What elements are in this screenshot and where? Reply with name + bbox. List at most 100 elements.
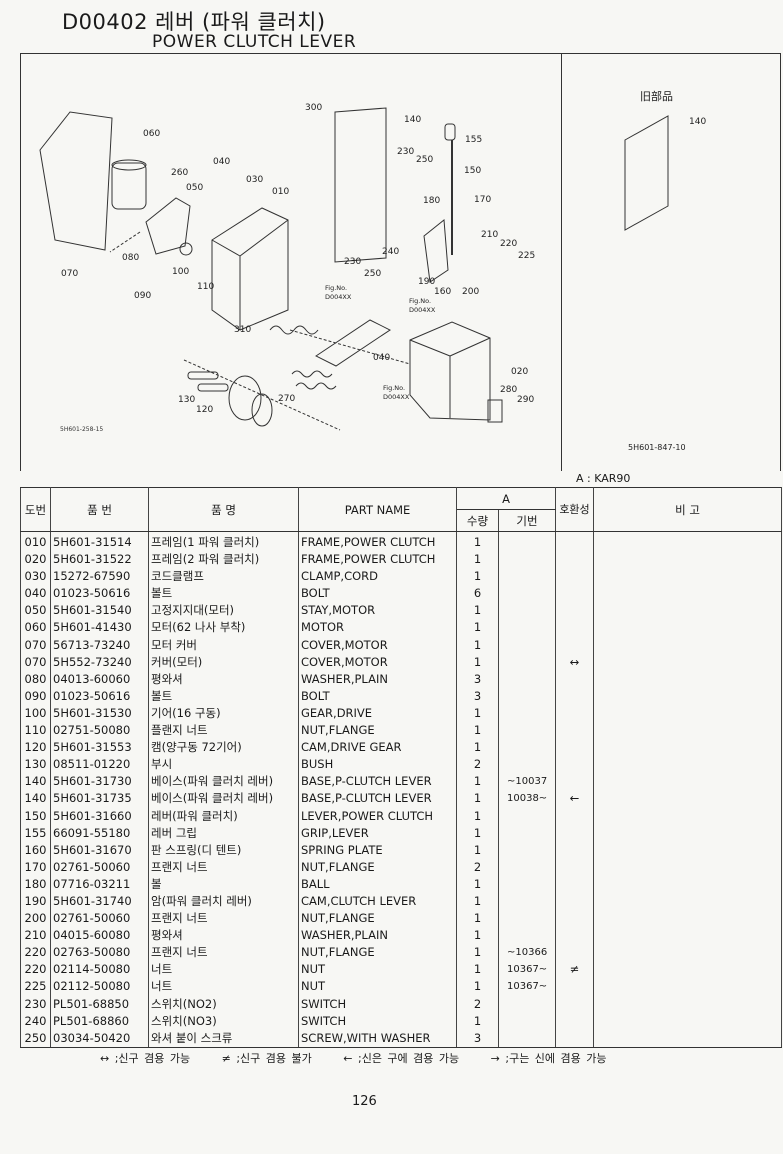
cell-part-no: 5H601-41430 <box>50 619 149 637</box>
cell-name-kr: 볼트 <box>148 687 299 705</box>
callout-label: 240 <box>382 247 399 257</box>
cell-part-no: 5H601-31540 <box>50 602 149 620</box>
cell-name-en: GEAR,DRIVE <box>298 704 457 723</box>
cell-name-en: WASHER,PLAIN <box>298 927 457 945</box>
cell-serial <box>498 910 556 928</box>
cell-qty: 1 <box>456 636 499 654</box>
cell-qty: 2 <box>456 995 499 1013</box>
cell-compat: ↔ <box>555 653 594 671</box>
cell-name-en: NUT <box>298 978 457 996</box>
cell-remarks <box>593 1012 782 1030</box>
cell-compat <box>555 773 594 791</box>
callout-label: 060 <box>143 129 160 139</box>
callout-labels: 300 140 155 060 040 030 010 230 250 150 … <box>61 103 706 415</box>
cell-name-en: NUT,FLANGE <box>298 910 457 928</box>
cell-qty: 1 <box>456 978 499 996</box>
spring-270a-shape <box>291 370 333 378</box>
legend-item: → ;구는 신에 겸용 가능 <box>490 1052 607 1065</box>
cell-name-en: NUT,FLANGE <box>298 722 457 740</box>
cell-compat: ≠ <box>555 961 594 979</box>
cell-name-en: SCREW,WITH WASHER <box>298 1029 457 1048</box>
cell-part-no: 5H601-31553 <box>50 739 149 757</box>
cell-qty: 1 <box>456 531 499 552</box>
callout-label: Fig.No. <box>409 297 431 305</box>
cell-name-kr: 너트 <box>148 961 299 979</box>
cell-compat <box>555 704 594 723</box>
cell-part-no: 08511-01220 <box>50 756 149 774</box>
cell-part-no: 5H601-31530 <box>50 704 149 723</box>
cell-name-kr: 캠(양구동 72기어) <box>148 739 299 757</box>
cell-name-en: CLAMP,CORD <box>298 568 457 586</box>
cell-remarks <box>593 841 782 859</box>
page-subtitle: POWER CLUTCH LEVER <box>152 32 357 52</box>
cell-serial <box>498 636 556 654</box>
cell-remarks <box>593 568 782 586</box>
cell-part-no: 5H601-31670 <box>50 841 149 859</box>
cam-arm-shape <box>423 219 449 283</box>
cell-name-en: FRAME,POWER CLUTCH <box>298 531 457 552</box>
cell-compat <box>555 858 594 876</box>
callout-label: 220 <box>500 239 517 249</box>
cell-name-en: BUSH <box>298 756 457 774</box>
cell-name-kr: 베이스(파워 클러치 레버) <box>148 790 299 808</box>
cell-serial <box>498 653 556 671</box>
old-base-plate-shape <box>624 115 669 231</box>
cell-code: 080 <box>20 670 51 688</box>
callout-label: 030 <box>246 175 263 185</box>
spring-310-shape <box>269 325 319 335</box>
cell-name-kr: 프랜지 너트 <box>148 944 299 962</box>
cell-code: 210 <box>20 927 51 945</box>
cell-name-en: CAM,CLUTCH LEVER <box>298 892 457 911</box>
cell-name-kr: 커버(모터) <box>148 653 299 671</box>
cell-code: 250 <box>20 1029 51 1048</box>
callout-label: D004XX <box>383 393 410 401</box>
callout-label: 280 <box>500 385 517 395</box>
cell-name-kr: 고정지지대(모터) <box>148 602 299 620</box>
header-part-no: 품 번 <box>50 487 149 532</box>
cell-serial <box>498 756 556 774</box>
cell-name-en: LEVER,POWER CLUTCH <box>298 807 457 825</box>
header-name-en: PART NAME <box>298 487 457 532</box>
cell-qty: 1 <box>456 790 499 808</box>
callout-label: D004XX <box>325 293 352 301</box>
cell-remarks <box>593 773 782 791</box>
cell-qty: 1 <box>456 739 499 757</box>
cell-serial <box>498 670 556 688</box>
cell-name-kr: 코드클램프 <box>148 568 299 586</box>
cell-remarks <box>593 619 782 637</box>
cell-code: 040 <box>20 585 51 603</box>
callout-label: 090 <box>134 291 151 301</box>
cell-code: 060 <box>20 619 51 637</box>
callout-label: 140 <box>689 117 706 127</box>
cell-serial <box>498 1029 556 1048</box>
cell-name-en: SPRING PLATE <box>298 841 457 859</box>
callout-label: 155 <box>465 135 482 145</box>
cell-part-no: 04013-60060 <box>50 670 149 688</box>
cell-qty: 3 <box>456 670 499 688</box>
cell-compat <box>555 619 594 637</box>
cell-remarks <box>593 739 782 757</box>
cell-remarks <box>593 944 782 962</box>
callout-label: 020 <box>511 367 528 377</box>
cell-compat <box>555 1012 594 1030</box>
header-code: 도번 <box>20 487 51 532</box>
cell-remarks <box>593 602 782 620</box>
cell-remarks <box>593 551 782 569</box>
callout-label: 010 <box>272 187 289 197</box>
cell-compat <box>555 722 594 740</box>
cell-remarks <box>593 892 782 911</box>
cell-part-no: 01023-50616 <box>50 585 149 603</box>
cell-qty: 1 <box>456 722 499 740</box>
cell-part-no: 5H601-31522 <box>50 551 149 569</box>
cell-remarks <box>593 927 782 945</box>
